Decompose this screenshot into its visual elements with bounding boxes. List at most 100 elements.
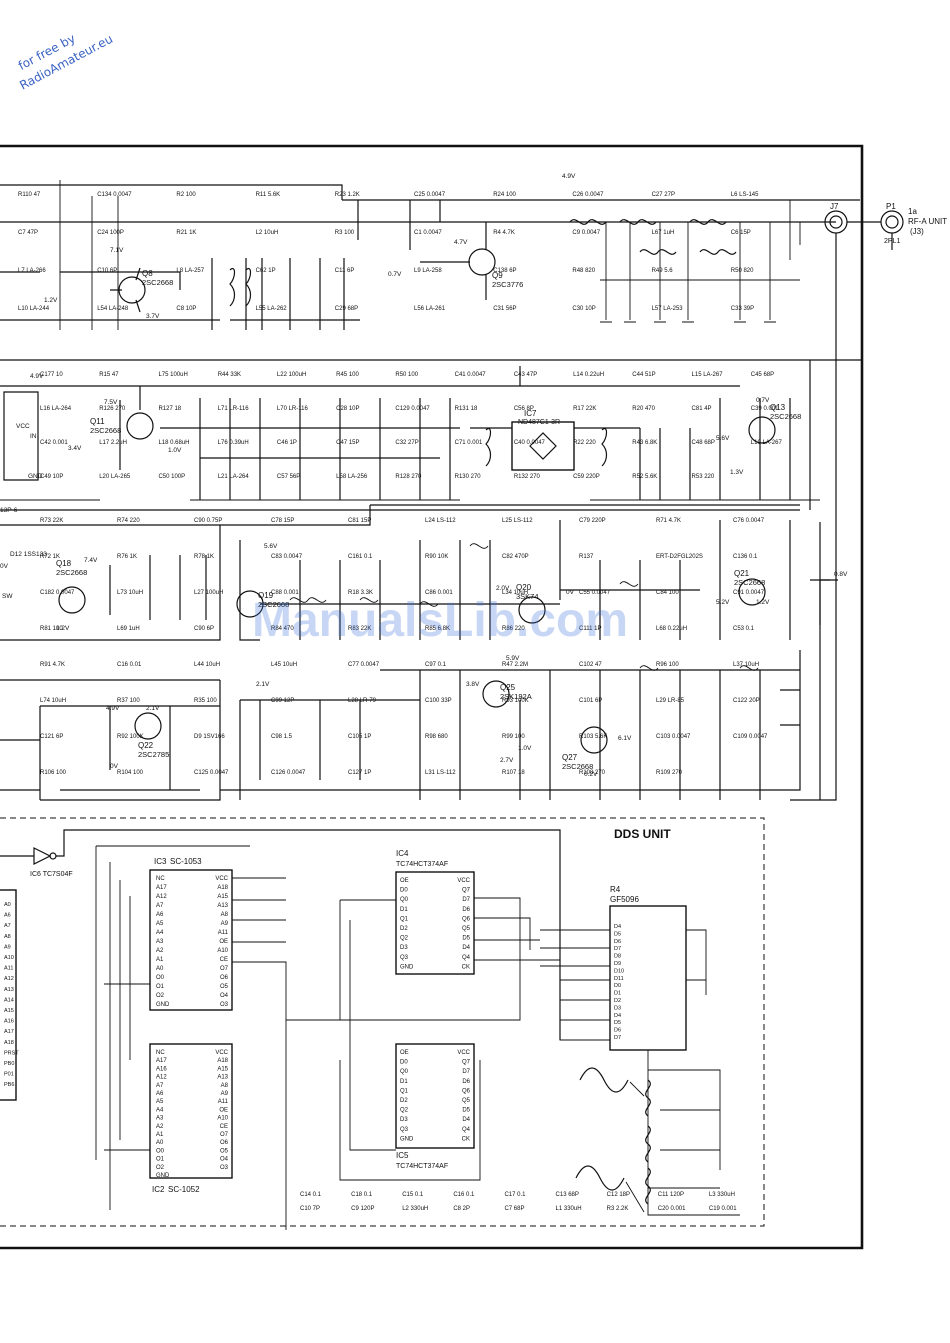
voltage-label: 1.2V [44, 297, 58, 304]
pin-label: A12 [4, 976, 14, 982]
component-label: L19 LA-267 [751, 440, 783, 446]
component-label: R21 1K [176, 230, 196, 236]
pin-label: D1 [400, 907, 408, 913]
pin-label: PB0 [4, 1061, 14, 1067]
component-label: C46 1P [277, 440, 297, 446]
misc-label: 13P-6 [0, 507, 18, 514]
pin-label: O7 [220, 966, 229, 972]
component-label: L31 LS-112 [425, 770, 456, 776]
pin-label: D4 [462, 945, 470, 951]
pin-label: D7 [462, 1069, 470, 1075]
middle-rf-chain [0, 359, 862, 511]
transistor-part: 2SC3776 [492, 280, 523, 289]
component-label: L58 LA-256 [336, 474, 368, 480]
pin-label: P01 [4, 1072, 14, 1078]
component-label: L69 1uH [117, 626, 140, 632]
component-label: C10 7P [300, 1206, 320, 1212]
sine-wave-2 [575, 1165, 625, 1191]
component-label: R3 2.2K [607, 1206, 629, 1212]
pin-label: D0 [614, 983, 621, 989]
pin-label: A15 [217, 894, 228, 900]
pin-label: A0 [4, 902, 11, 908]
component-label: C134 0.0047 [97, 192, 132, 198]
component-label: R43 6.8K [632, 440, 657, 446]
component-label: R99 100 [502, 734, 525, 740]
component-label: C31 56P [493, 306, 516, 312]
component-label: L75 100uH [158, 372, 187, 378]
component-label: L57 LA-253 [652, 306, 684, 312]
component-label: R104 100 [117, 770, 144, 776]
component-label: C182 0.0047 [40, 590, 75, 596]
dds-ref: R4 [610, 885, 621, 894]
connector-dest-2: (J3) [910, 227, 924, 236]
component-label: C59 220P [573, 474, 600, 480]
component-label: L56 LA-261 [414, 306, 446, 312]
pin-label: D1 [400, 1079, 408, 1085]
pin-label: PRST [4, 1050, 19, 1056]
component-label: R15 47 [99, 372, 119, 378]
component-label: L74 10uH [40, 698, 66, 704]
pin-label: Q4 [462, 955, 471, 961]
watermark: ManualsLib.com [252, 594, 628, 647]
component-label: R109 270 [656, 770, 683, 776]
pin-label: A14 [4, 997, 14, 1003]
component-label: R22 220 [573, 440, 596, 446]
pin-label: D8 [614, 954, 621, 960]
pin-label: Q4 [462, 1127, 471, 1133]
component-label: L28 LR-79 [348, 698, 377, 704]
component-label: R24 100 [493, 192, 516, 198]
component-label: C84 100 [656, 590, 679, 596]
component-label: C55 0.0047 [579, 590, 611, 596]
lower-rf-chain [0, 504, 830, 801]
pin-label: GND [400, 964, 414, 970]
component-label: C39 0.001 [751, 406, 779, 412]
ic5-symbol [395, 1043, 475, 1149]
connector-dest-1: RF-A UNIT [908, 217, 947, 226]
component-label: L14 0.22uH [573, 372, 604, 378]
voltage-label: 0.2V [584, 771, 598, 778]
pin-label: D3 [400, 1117, 408, 1123]
component-label: C29 68P [335, 306, 358, 312]
pin-label: A12 [156, 1075, 167, 1081]
component-label: C12 18P [607, 1192, 630, 1198]
component-label: L76 0.39uH [218, 440, 249, 446]
component-label: C9 120P [351, 1206, 374, 1212]
component-label: C17 0.1 [504, 1192, 526, 1198]
voltage-label: 5.2V [716, 599, 730, 606]
pin-label: O5 [220, 984, 229, 990]
component-label: R48 820 [572, 268, 595, 274]
ic3-symbol [149, 869, 233, 1011]
component-label: C81 4P [692, 406, 712, 412]
component-label: L21 LA-264 [218, 474, 250, 480]
pin-label: Q2 [400, 1108, 409, 1114]
component-label: C6 15P [731, 230, 751, 236]
component-label: R110 47 [18, 192, 41, 198]
sine-wave-1 [579, 1067, 629, 1093]
component-label: C28 10P [336, 406, 359, 412]
transistor-part: 2SC2668 [562, 762, 593, 771]
pin-label: Q6 [462, 1088, 471, 1094]
component-label: C14 0.1 [300, 1192, 322, 1198]
component-label: L3 330uH [709, 1192, 735, 1198]
component-label: L9 LA-258 [414, 268, 442, 274]
pin-label: O2 [156, 1165, 165, 1171]
connector-pin: J7 [830, 202, 839, 211]
component-label: L20 LA-265 [99, 474, 131, 480]
dds-boundary [0, 817, 765, 1227]
misc-label: D12 1SS133 [10, 551, 47, 558]
q27-symbol [580, 726, 608, 754]
pin-label: D3 [400, 945, 408, 951]
component-label: R126 270 [99, 406, 126, 412]
component-label: C18 0.1 [351, 1192, 373, 1198]
component-label: C57 56P [277, 474, 300, 480]
component-label: L71 LR-116 [218, 406, 250, 412]
pin-label: D1 [614, 991, 621, 997]
component-label: R98 680 [425, 734, 448, 740]
transistor-ref: Q11 [90, 417, 105, 426]
q18-symbol [58, 586, 86, 614]
component-label: ERT-D2FGL202S [656, 554, 703, 560]
